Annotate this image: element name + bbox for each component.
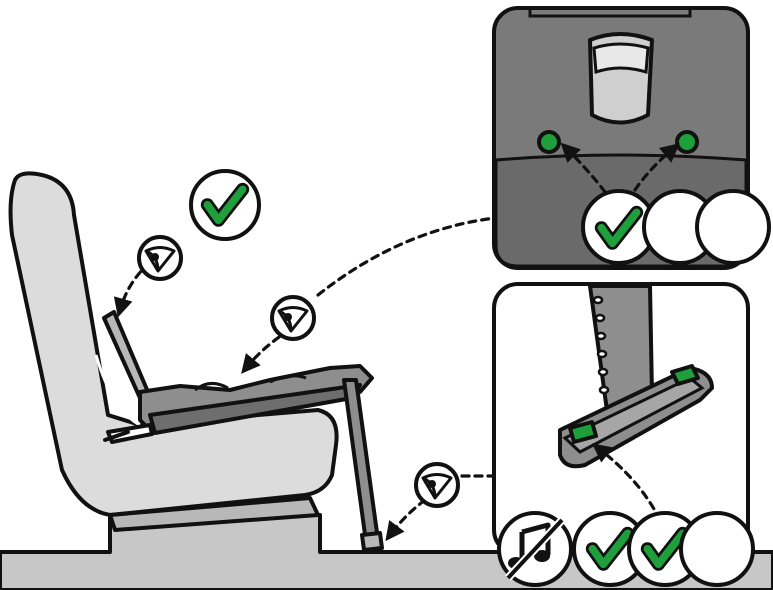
isofix-indicator-left [537, 130, 561, 154]
foot-indicator-rear [670, 364, 700, 386]
isofix-indicator-inset [492, 6, 771, 270]
support-leg [342, 378, 384, 552]
isofix-base [102, 310, 374, 444]
foot-indicator-front [568, 420, 598, 444]
support-leg-foot-inset [492, 282, 750, 556]
eye-icon [414, 462, 460, 508]
eye-icon [137, 235, 183, 281]
isofix-indicator-right [675, 130, 699, 154]
base-check-group [241, 216, 497, 374]
eye-icon [270, 295, 316, 341]
vehicle-seat [8, 171, 339, 532]
status-badges [497, 511, 755, 587]
muted-sound-icon [505, 517, 565, 581]
backrest-check-group [113, 169, 261, 318]
foot-check-group [385, 462, 496, 542]
